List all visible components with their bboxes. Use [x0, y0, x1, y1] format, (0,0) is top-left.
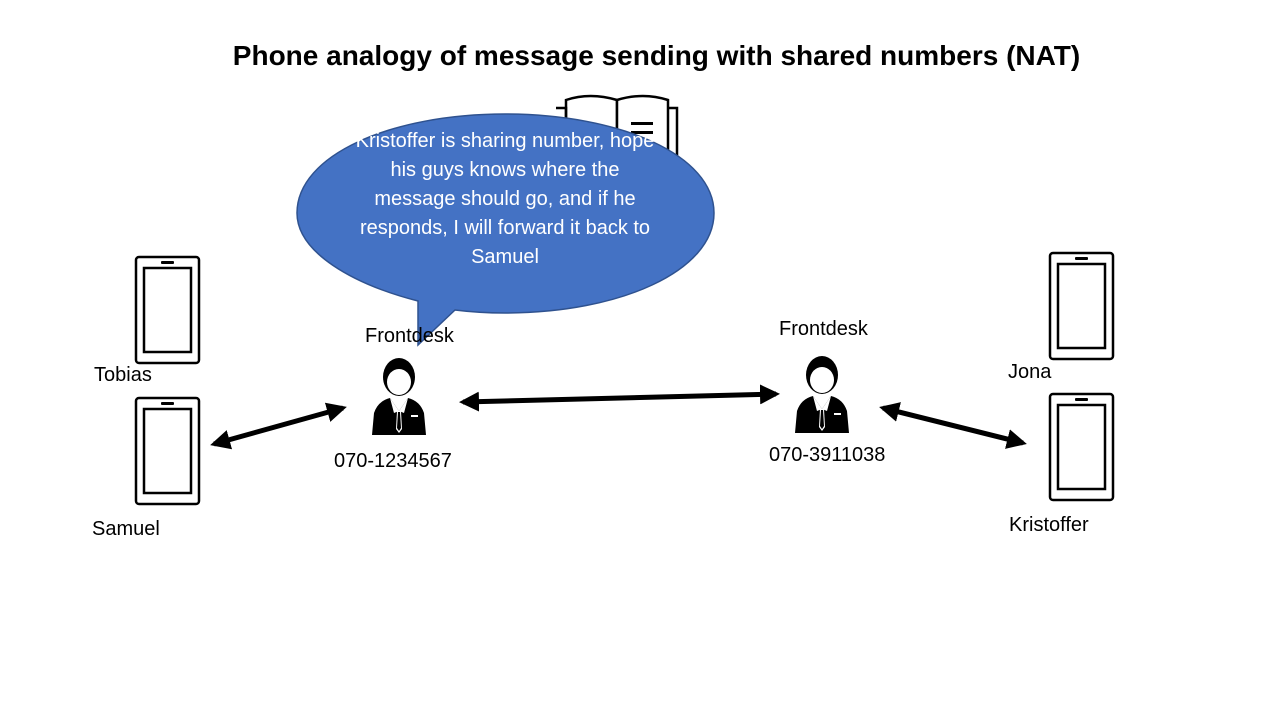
double-arrow-frontdesk-frontdesk: [459, 384, 780, 412]
smartphone-icon-tobias: [134, 255, 201, 365]
double-arrow-samuel-frontdesk: [210, 402, 347, 450]
phone-label-tobias: Tobias: [94, 364, 152, 386]
frontdesk-label-right: Frontdesk: [779, 318, 868, 340]
phone-label-samuel: Samuel: [92, 518, 160, 540]
smartphone-icon-jona: [1048, 251, 1115, 361]
frontdesk-number-left: 070-1234567: [334, 450, 452, 472]
frontdesk-label-left: Frontdesk: [365, 325, 454, 347]
receptionist-icon-left: [372, 358, 426, 435]
speech-bubble: [296, 113, 715, 347]
smartphone-icon-kristoffer: [1048, 392, 1115, 502]
receptionist-icon-right: [795, 356, 849, 433]
double-arrow-frontdesk-kristoffer: [879, 402, 1027, 449]
phone-label-jona: Jona: [1008, 361, 1052, 383]
page-title: Phone analogy of message sending with sh…: [232, 40, 1081, 71]
smartphone-icon-samuel: [134, 396, 201, 506]
frontdesk-number-right: 070-3911038: [769, 444, 886, 466]
phone-label-kristoffer: Kristoffer: [1009, 514, 1089, 536]
speech-bubble-text: Kristoffer is sharing number, hope his g…: [355, 130, 655, 268]
